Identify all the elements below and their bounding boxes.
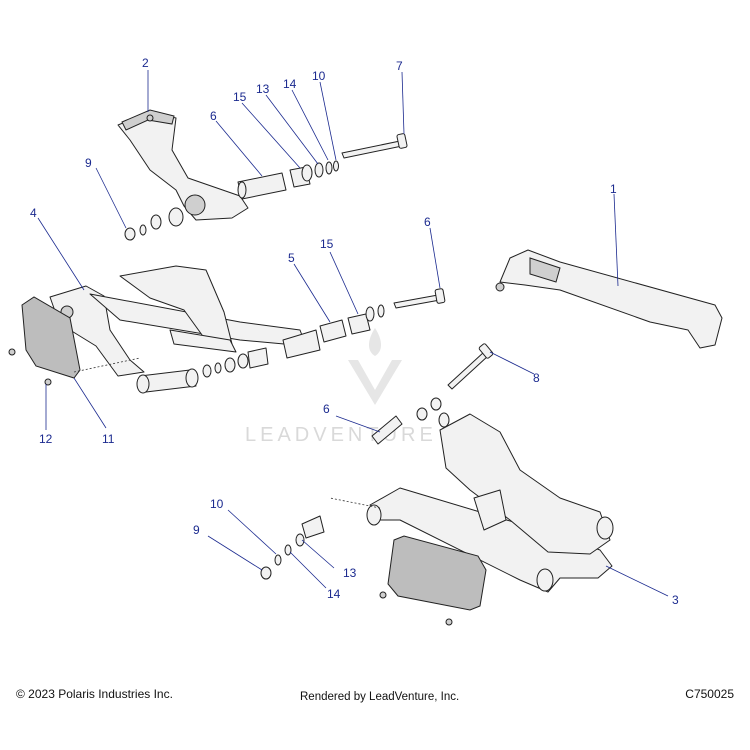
callout-13-upper: 13 — [256, 82, 270, 96]
callout-2: 2 — [142, 56, 149, 70]
part-4-swing-arm — [49, 265, 307, 394]
callout-6-upper: 6 — [210, 109, 217, 123]
copyright-text: © 2023 Polaris Industries Inc. — [16, 687, 173, 701]
callout-9-upper: 9 — [85, 156, 92, 170]
callout-14-upper: 14 — [283, 77, 297, 91]
callout-9-lower: 9 — [193, 523, 200, 537]
callout-7: 6 — [424, 215, 431, 229]
part-1-side-arm — [495, 249, 723, 349]
watermark-flame-icon — [368, 328, 382, 356]
part-12-screws — [8, 348, 52, 386]
callout-13-lower: 13 — [343, 566, 357, 580]
lower-hardware — [260, 343, 494, 580]
callout-6-lower-label: 6 — [323, 402, 330, 416]
part-8-top-bolt — [341, 133, 408, 159]
callout-4: 4 — [30, 206, 37, 220]
watermark-logo-icon — [348, 360, 402, 405]
callout-11: 11 — [102, 432, 115, 446]
callout-1: 1 — [610, 182, 617, 196]
part-3-lower-arm — [329, 413, 614, 593]
watermark: LEADVENTURE — [245, 328, 437, 446]
callout-10-lower: 10 — [210, 497, 224, 511]
upper-bushing-hardware — [124, 160, 339, 241]
callout-8-lower: 8 — [533, 371, 540, 385]
rendered-by-text: Rendered by LeadVenture, Inc. — [300, 691, 460, 703]
callout-15-upper: 15 — [233, 90, 247, 104]
lower-plate — [379, 535, 487, 626]
callout-14-lower: 14 — [327, 587, 341, 601]
callout-12: 12 — [39, 432, 53, 446]
part-2-upper-arm — [117, 109, 249, 221]
watermark-text: LEADVENTURE — [245, 424, 437, 446]
part-11-plate — [21, 296, 141, 379]
callout-5: 5 — [288, 251, 295, 265]
callout-10-upper: 10 — [312, 69, 326, 83]
middle-bushing-hardware — [202, 288, 446, 378]
callouts: 2 6 15 13 14 10 7 9 4 1 6 5 15 12 11 8 — [30, 56, 679, 607]
callout-15-middle: 15 — [320, 237, 334, 251]
drawing-id: C750025 — [685, 687, 734, 701]
callout-8-upper: 7 — [396, 59, 403, 73]
callout-3: 3 — [672, 593, 679, 607]
